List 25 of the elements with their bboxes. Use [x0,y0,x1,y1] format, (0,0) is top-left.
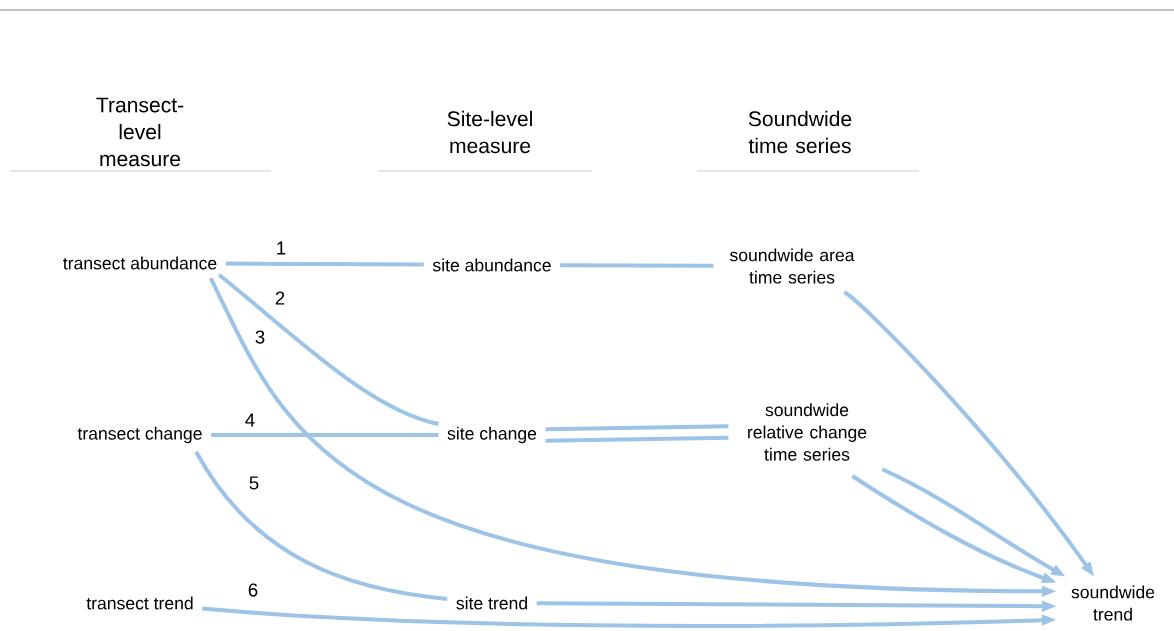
measure-text: transect abundance [63,256,217,270]
connector-line [225,261,424,267]
measure-text: site trend [456,596,527,610]
edge-label: 2 [273,290,287,306]
edge-label: 4 [243,412,257,428]
measure-text: transect trend [86,596,193,610]
connector-line [545,435,729,443]
column-heading: Soundwide time series [748,110,852,154]
edge-label: 1 [274,240,288,256]
edge-label: 5 [247,475,261,491]
connector-line [560,263,714,268]
measure-text: site change [447,426,537,444]
connector-line [545,424,729,432]
column-heading: Site-level measure [447,110,532,154]
connector-line [194,450,448,601]
edge-label: 6 [246,582,260,598]
measure-text: soundwide trend [1071,585,1155,621]
connector-line [217,273,440,426]
edge-label: 3 [253,329,267,345]
column-heading: Transect-level measure [96,97,184,167]
measure-text: site abundance [432,258,551,272]
measure-text: transect change [77,426,202,444]
measure-text: soundwide area time series [730,248,855,284]
measure-text: soundwide relative change time series [748,403,867,461]
connector-line [211,433,439,437]
